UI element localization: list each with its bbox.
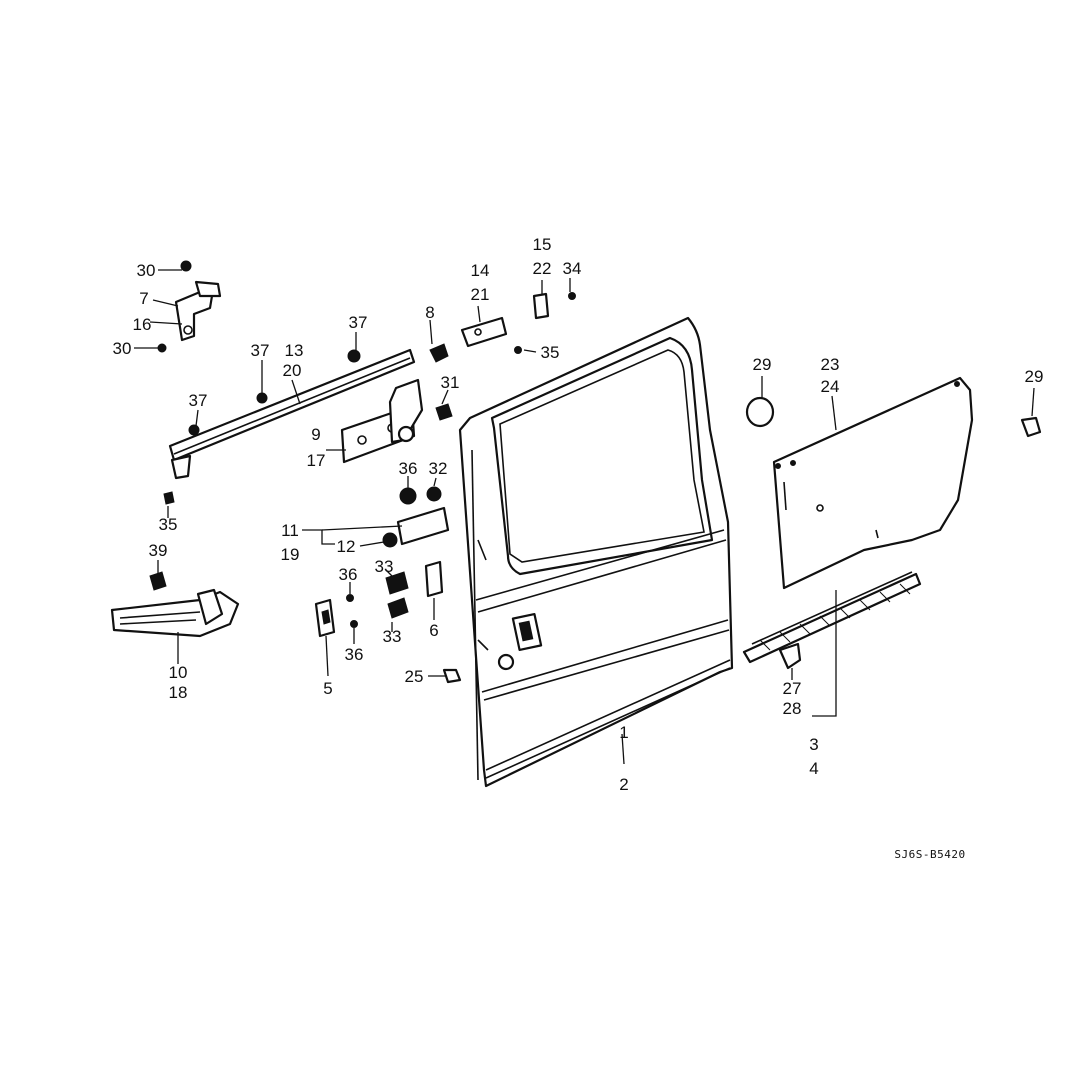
callout-label: 2 (619, 775, 628, 794)
callout-label: 30 (137, 261, 156, 280)
callout-label: 28 (783, 699, 802, 718)
callout-label: 16 (133, 315, 152, 334)
callout-label: 29 (753, 355, 772, 374)
callout-label: 15 (533, 235, 552, 254)
callout-label: 20 (283, 361, 302, 380)
callout-label: 34 (563, 259, 582, 278)
callout-labels: 30 7 16 30 37 13 20 37 37 8 31 9 17 35 3… (113, 235, 1044, 861)
callout-label: 37 (189, 391, 208, 410)
callout-label: 5 (323, 679, 332, 698)
callout-label: 39 (149, 541, 168, 560)
callout-label: 25 (405, 667, 424, 686)
callout-label: 35 (541, 343, 560, 362)
door-panel (458, 316, 734, 788)
callout-label: 7 (139, 289, 148, 308)
grommets (745, 396, 1042, 438)
center-hinge (340, 378, 424, 464)
callout-label: 4 (809, 759, 818, 778)
leader-lines (134, 269, 1035, 765)
callout-label: 37 (251, 341, 270, 360)
callout-label: 36 (399, 459, 418, 478)
callout-label: 29 (1025, 367, 1044, 386)
callout-label: 9 (311, 425, 320, 444)
diagram-code: SJ6S-B5420 (894, 848, 965, 861)
callout-label: 33 (375, 557, 394, 576)
callout-label: 6 (429, 621, 438, 640)
callout-label: 13 (285, 341, 304, 360)
callout-label: 3 (809, 735, 818, 754)
callout-label: 32 (429, 459, 448, 478)
callout-label: 12 (337, 537, 356, 556)
callout-label: 23 (821, 355, 840, 374)
callout-label: 17 (307, 451, 326, 470)
latch-parts (163, 292, 576, 684)
callout-label: 10 (169, 663, 188, 682)
callout-label: 8 (425, 303, 434, 322)
callout-label: 35 (159, 515, 178, 534)
callout-label: 18 (169, 683, 188, 702)
callout-label: 19 (281, 545, 300, 564)
callout-label: 21 (471, 285, 490, 304)
callout-label: 14 (471, 261, 490, 280)
callout-label: 36 (339, 565, 358, 584)
lower-rail (742, 571, 922, 670)
callout-label: 24 (821, 377, 840, 396)
callout-label: 1 (619, 723, 628, 742)
callout-label: 36 (345, 645, 364, 664)
lower-hinge (110, 571, 240, 638)
callout-label: 31 (441, 373, 460, 392)
door-trim-panel (772, 376, 974, 590)
callout-label: 27 (783, 679, 802, 698)
upper-rail (168, 348, 416, 480)
callout-label: 30 (113, 339, 132, 358)
callout-label: 22 (533, 259, 552, 278)
callout-label: 37 (349, 313, 368, 332)
upper-hinge (157, 260, 222, 353)
callout-label: 11 (281, 521, 299, 540)
callout-label: 33 (383, 627, 402, 646)
